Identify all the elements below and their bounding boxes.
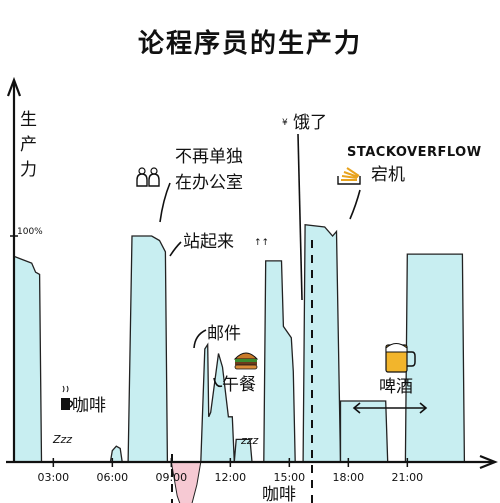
x-tick-label-1: 06:00: [96, 471, 128, 484]
lunch-note: 午餐: [213, 352, 259, 395]
y-axis-label-2: 产: [20, 135, 37, 155]
zzz-morning-label: Zzz: [52, 433, 72, 446]
x-axis: [6, 454, 498, 470]
burger-icon: [233, 352, 259, 370]
stackoverflow-icon: [337, 167, 361, 185]
y-axis-label-1: 生: [20, 110, 37, 130]
people-icon: [136, 167, 160, 187]
chart-title: 论程序员的生产力: [138, 28, 362, 59]
email-label: 邮件: [207, 324, 241, 344]
beer-label: 啤酒: [379, 377, 413, 397]
productivity-area-12: [263, 260, 296, 463]
x-tick-label-5: 18:00: [332, 471, 364, 484]
zzz-noon-label: zzz: [240, 434, 259, 447]
coffee-afternoon-label: 咖啡: [262, 485, 296, 503]
stand-up-note: 站起来 ↑↑: [169, 232, 269, 257]
stand-up-pointer: [169, 241, 182, 257]
y-axis-arrow: [6, 76, 22, 97]
productivity-area-0: [13, 255, 43, 463]
lunch-label: 午餐: [222, 375, 256, 395]
stackoverflow-note: STACKOVERFLOW 宕机: [337, 145, 482, 220]
coffee-morning-label: 咖啡: [72, 396, 106, 416]
not-alone-pointer: [159, 182, 171, 223]
x-tick-label-3: 12:00: [214, 471, 246, 484]
productivity-area-8: [200, 342, 235, 463]
stand-up-label: 站起来: [183, 232, 234, 252]
x-tick-label-6: 21:00: [391, 471, 423, 484]
hungry-pointer: [297, 133, 303, 301]
email-note: 邮件: [193, 324, 241, 349]
not-alone-label-2: 在办公室: [175, 173, 243, 193]
y-axis-label-3: 力: [20, 160, 37, 180]
y-axis: [6, 76, 22, 462]
hungry-label: 饿了: [293, 113, 327, 133]
x-tick-label-0: 03:00: [37, 471, 69, 484]
stackoverflow-label: STACKOVERFLOW: [347, 145, 482, 160]
fork-knife-icon: ¥: [282, 118, 288, 128]
stand-up-icon: ↑↑: [254, 238, 269, 248]
hungry-note: ¥ 饿了: [282, 113, 327, 301]
x-axis-arrow: [479, 454, 498, 470]
x-tick-label-2: 09:00: [155, 471, 187, 484]
beer-note: 啤酒: [352, 343, 428, 414]
productivity-area-layer: [13, 223, 466, 503]
x-tick-label-4: 15:00: [273, 471, 305, 484]
stackoverflow-pointer: [349, 189, 361, 220]
coffee-cup-icon: [61, 385, 74, 410]
not-alone-note: 不再单独 在办公室: [136, 147, 243, 223]
productivity-area-4: [127, 235, 169, 463]
beer-mug-icon: [385, 343, 416, 373]
zzz-morning-note: Zzz: [52, 433, 72, 446]
productivity-area-16: [339, 400, 389, 463]
coffee-morning-note: 咖啡: [61, 385, 106, 416]
lunch-pointer: [213, 377, 223, 388]
x-ticks: 03:00 06:00 09:00 12:00 15:00 18:00 21:00: [37, 458, 423, 484]
beer-span-arrows: [352, 402, 428, 414]
y-tick-label-100: 100%: [17, 227, 43, 237]
not-alone-label-1: 不再单独: [175, 147, 243, 167]
stackoverflow-down-label: 宕机: [371, 165, 405, 185]
email-pointer: [193, 329, 207, 349]
productivity-area-14: [302, 223, 342, 463]
